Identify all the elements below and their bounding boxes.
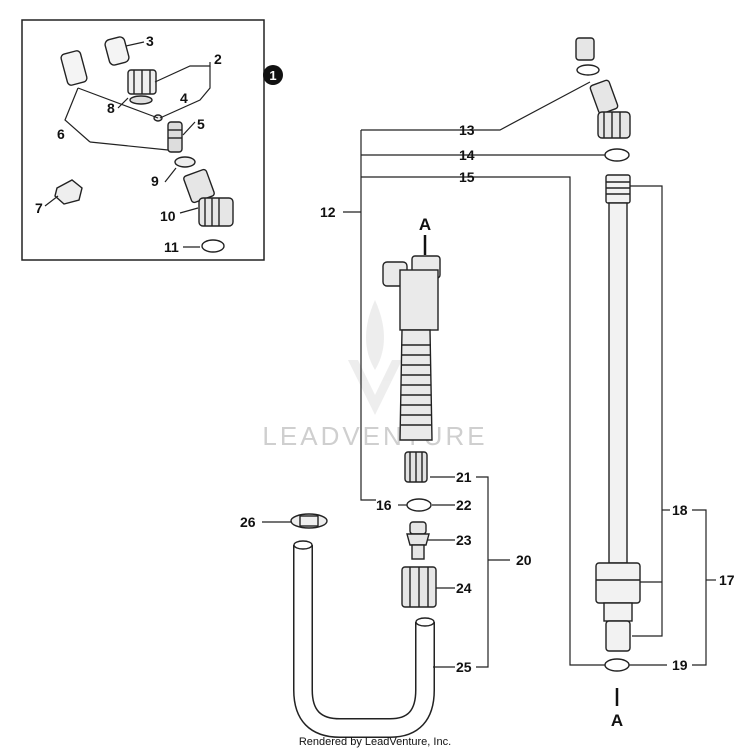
part-nut-8[interactable] <box>127 69 157 95</box>
callout-4: 4 <box>180 90 188 106</box>
callout-21: 21 <box>456 469 472 485</box>
inset-badge <box>263 65 283 85</box>
callout-26: 26 <box>240 514 256 530</box>
callout-7: 7 <box>35 200 43 216</box>
part-ring-4a <box>129 95 153 105</box>
part-washer-19[interactable] <box>604 658 630 672</box>
callout-25: 25 <box>456 659 472 675</box>
callout-17: 17 <box>719 572 735 588</box>
part-nut-7[interactable] <box>54 179 83 205</box>
part-fitting-5[interactable] <box>167 121 183 153</box>
part-filter-body-12[interactable] <box>382 255 441 441</box>
callout-3: 3 <box>146 33 154 49</box>
callout-11: 11 <box>164 239 179 255</box>
part-strainer-21[interactable] <box>404 451 428 483</box>
part-nut-24[interactable] <box>401 566 437 608</box>
inset-box <box>21 19 265 261</box>
callout-19: 19 <box>672 657 688 673</box>
callout-16: 16 <box>376 497 392 513</box>
inset-badge-number: 1 <box>269 68 276 83</box>
section-mark-top: A <box>419 215 431 234</box>
part-elbow-10[interactable] <box>183 168 234 227</box>
part-elbow-13[interactable] <box>575 37 631 139</box>
part-washer-11[interactable] <box>201 239 225 253</box>
part-nozzle-6[interactable] <box>60 50 88 86</box>
part-barb-23[interactable] <box>406 521 430 560</box>
callout-2: 2 <box>214 51 222 67</box>
part-wand-18[interactable] <box>595 174 641 652</box>
callout-18: 18 <box>672 502 688 518</box>
callout-6: 6 <box>57 126 65 142</box>
callout-15: 15 <box>459 169 475 185</box>
callout-22: 22 <box>456 497 472 513</box>
part-washer-22[interactable] <box>406 498 432 512</box>
part-hose-25[interactable] <box>294 545 434 737</box>
part-nozzle-tip-3[interactable] <box>104 36 130 66</box>
callout-20: 20 <box>516 552 532 568</box>
section-mark-bottom: A <box>611 711 623 730</box>
callout-23: 23 <box>456 532 472 548</box>
callout-10: 10 <box>160 208 176 224</box>
callout-9: 9 <box>151 173 159 189</box>
watermark-logo <box>348 300 402 415</box>
watermark-text: LEADVENTURE <box>262 421 487 451</box>
part-clamp-26[interactable] <box>290 513 328 529</box>
part-washer-14[interactable] <box>604 148 630 162</box>
callout-13: 13 <box>459 122 475 138</box>
part-washer-9[interactable] <box>174 156 196 168</box>
callout-14: 14 <box>459 147 475 163</box>
callout-24: 24 <box>456 580 472 596</box>
callout-5: 5 <box>197 116 205 132</box>
callout-8: 8 <box>107 100 115 116</box>
callout-12: 12 <box>320 204 336 220</box>
footer-credit: Rendered by LeadVenture, Inc. <box>298 736 452 748</box>
